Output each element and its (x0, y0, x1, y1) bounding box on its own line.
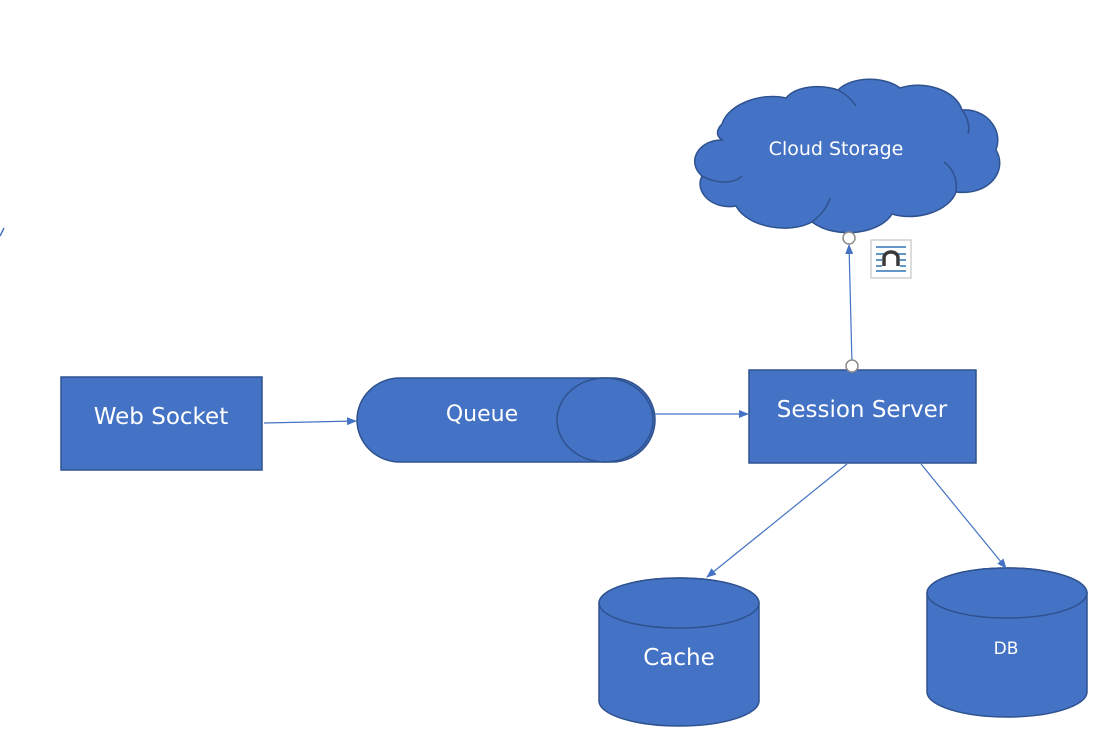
cloud-crease (837, 89, 857, 107)
cloud-storage-label: Cloud Storage (769, 138, 904, 160)
db-node[interactable]: DB (926, 567, 1088, 718)
connector-session-cloud[interactable] (845, 244, 854, 365)
cloud-crease (811, 197, 831, 223)
cloud-crease (701, 175, 743, 183)
queue-label: Queue (446, 402, 518, 427)
web-socket-label: Web Socket (94, 404, 228, 430)
session-server-box (748, 369, 977, 464)
connector-websocket-queue[interactable] (263, 417, 357, 426)
queue-end-cap (556, 377, 654, 463)
cloud-crease (943, 161, 958, 193)
connector-session-db[interactable] (920, 463, 1007, 569)
cache-top (598, 577, 760, 629)
cloud-shape (693, 78, 1001, 234)
session-server-node[interactable]: Session Server (748, 369, 977, 464)
web-socket-node[interactable]: Web Socket (60, 376, 263, 471)
layout-options-icon[interactable] (870, 239, 912, 279)
db-label: DB (994, 639, 1019, 659)
connector-session-cache[interactable] (706, 463, 848, 578)
connector-handle-icon[interactable] (842, 231, 856, 245)
session-server-label: Session Server (777, 397, 948, 423)
cache-node[interactable]: Cache (598, 577, 760, 727)
stray-mark (0, 227, 5, 237)
cloud-storage-node[interactable]: Cloud Storage (693, 78, 1001, 234)
cache-label: Cache (643, 645, 715, 671)
db-top (926, 567, 1088, 619)
cloud-crease (961, 109, 970, 135)
web-socket-box (60, 376, 263, 471)
queue-node[interactable]: Queue (356, 377, 656, 463)
connector-handle-icon[interactable] (845, 359, 859, 373)
